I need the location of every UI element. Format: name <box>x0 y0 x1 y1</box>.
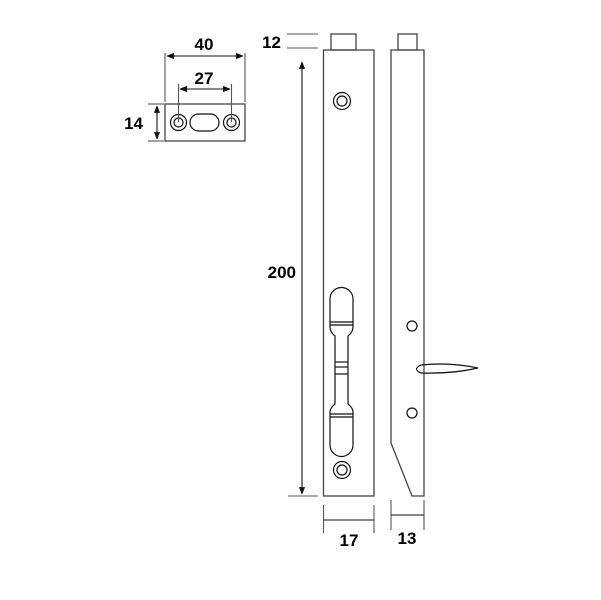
lever-slot <box>329 286 354 458</box>
dimension-label-hole-spacing: 27 <box>195 69 214 88</box>
lever-handle-icon <box>415 363 479 374</box>
bolt-body-side <box>390 49 425 497</box>
dimension-body-depth: 13 <box>390 500 425 548</box>
dimension-hole-spacing: 27 <box>177 69 233 122</box>
dimension-body-length: 200 <box>268 61 318 497</box>
bolt-tab-side <box>397 33 418 51</box>
bolt-body-front <box>322 49 375 497</box>
dimension-body-width: 17 <box>322 505 375 550</box>
dimension-label-plate-width: 40 <box>195 35 214 54</box>
dimension-tab-height: 12 <box>262 33 318 52</box>
pin-hole-bottom-icon <box>406 407 418 419</box>
front-view: 12 200 17 <box>262 33 375 550</box>
dimension-label-body-width: 17 <box>340 531 359 550</box>
dimension-label-plate-height: 14 <box>124 114 143 133</box>
keep-plate-view: 40 27 14 <box>124 35 246 142</box>
side-view: 13 <box>390 33 479 548</box>
bolt-tab <box>330 33 357 51</box>
dimension-label-body-length: 200 <box>268 263 296 282</box>
dimension-label-body-depth: 13 <box>398 529 417 548</box>
screw-hole-top-icon <box>332 91 352 111</box>
screw-hole-bottom-icon <box>332 460 352 480</box>
keep-plate-outline <box>164 103 246 142</box>
dimension-plate-width: 40 <box>164 35 246 102</box>
slot-icon <box>189 113 220 132</box>
dimension-label-tab-height: 12 <box>262 33 281 52</box>
pin-hole-top-icon <box>406 320 418 332</box>
dimension-plate-height: 14 <box>124 103 164 142</box>
